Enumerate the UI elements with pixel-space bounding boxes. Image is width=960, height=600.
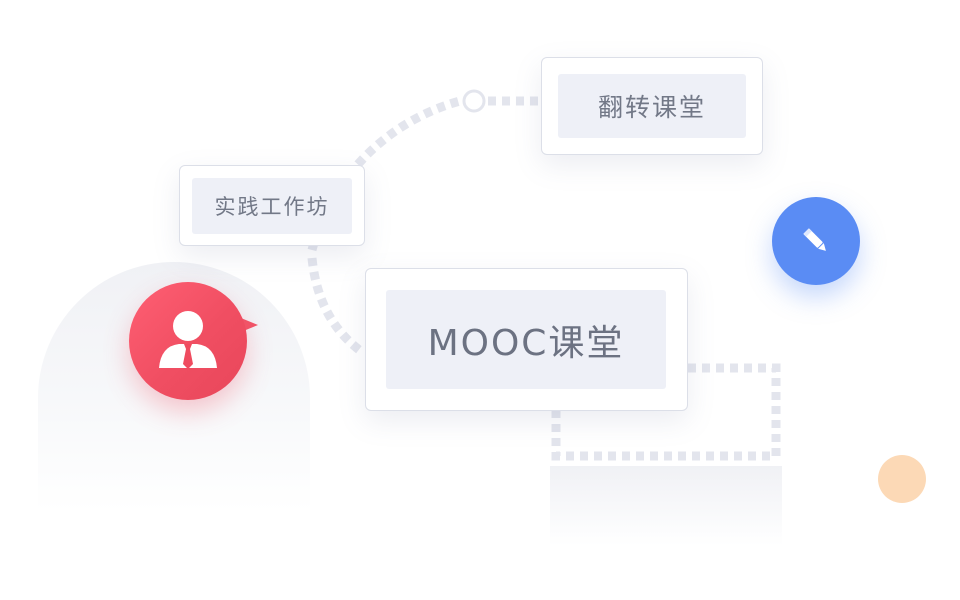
connector-node [462, 89, 486, 113]
rect-connector [551, 363, 781, 461]
flip-classroom-label: 翻转课堂 [558, 74, 746, 138]
mooc-classroom-label: MOOC课堂 [386, 290, 666, 389]
business-person-icon [159, 311, 217, 369]
mooc-classroom-card[interactable]: MOOC课堂 [365, 268, 688, 411]
practice-workshop-card[interactable]: 实践工作坊 [179, 165, 365, 246]
pencil-icon [803, 228, 826, 251]
avatar [129, 282, 247, 400]
edit-button[interactable] [772, 197, 860, 285]
arc-connector-lower [307, 257, 365, 356]
pedestal-backdrop [550, 466, 782, 546]
orange-dot [878, 455, 926, 503]
practice-workshop-label: 实践工作坊 [192, 178, 352, 234]
flip-classroom-card[interactable]: 翻转课堂 [541, 57, 763, 155]
